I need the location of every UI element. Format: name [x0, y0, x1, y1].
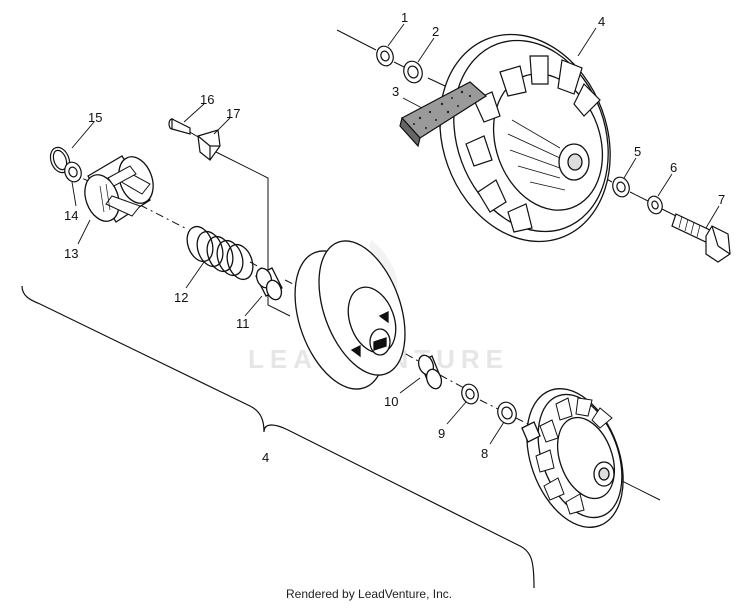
callout-8: 8 — [481, 446, 488, 461]
washer-1 — [376, 45, 394, 67]
spring-12 — [186, 225, 254, 281]
bolt-7 — [671, 213, 731, 263]
washer-14 — [64, 161, 82, 183]
callout-13: 13 — [64, 246, 78, 261]
callout-16: 16 — [200, 92, 214, 107]
callout-3: 3 — [392, 84, 399, 99]
callout-12: 12 — [174, 290, 188, 305]
clutch-assembly — [521, 388, 624, 528]
callout-2: 2 — [432, 24, 439, 39]
washer-9 — [461, 383, 479, 405]
movable-sheave — [294, 240, 406, 390]
callout-7: 7 — [718, 192, 725, 207]
washer-8 — [497, 401, 517, 425]
footer-credit: Rendered by LeadVenture, Inc. — [286, 587, 452, 601]
callout-6: 6 — [670, 160, 677, 175]
bushing-10 — [417, 354, 443, 390]
callout-14: 14 — [64, 208, 78, 223]
callout-10: 10 — [384, 394, 398, 409]
callout-1: 1 — [401, 10, 408, 25]
spider-13 — [84, 155, 154, 223]
assembly-bracket — [21, 285, 535, 589]
lock-washer-6 — [647, 195, 663, 215]
fixed-sheave — [439, 33, 611, 243]
callout-15: 15 — [88, 110, 102, 125]
callout-4-top: 4 — [598, 14, 605, 29]
callout-9: 9 — [438, 426, 445, 441]
callout-4-bottom: 4 — [262, 450, 269, 465]
callout-5: 5 — [634, 144, 641, 159]
bushing-11 — [255, 267, 283, 301]
callout-labels: 1 2 3 4 5 6 7 8 9 10 11 12 13 14 15 16 1… — [64, 10, 725, 465]
drive-belt — [399, 81, 487, 148]
roller-17 — [197, 129, 221, 161]
washer-5 — [612, 176, 630, 198]
callout-leaders — [71, 23, 720, 445]
callout-17: 17 — [226, 106, 240, 121]
washer-2 — [403, 60, 423, 84]
callout-11: 11 — [236, 316, 250, 331]
pin-16 — [168, 118, 191, 135]
